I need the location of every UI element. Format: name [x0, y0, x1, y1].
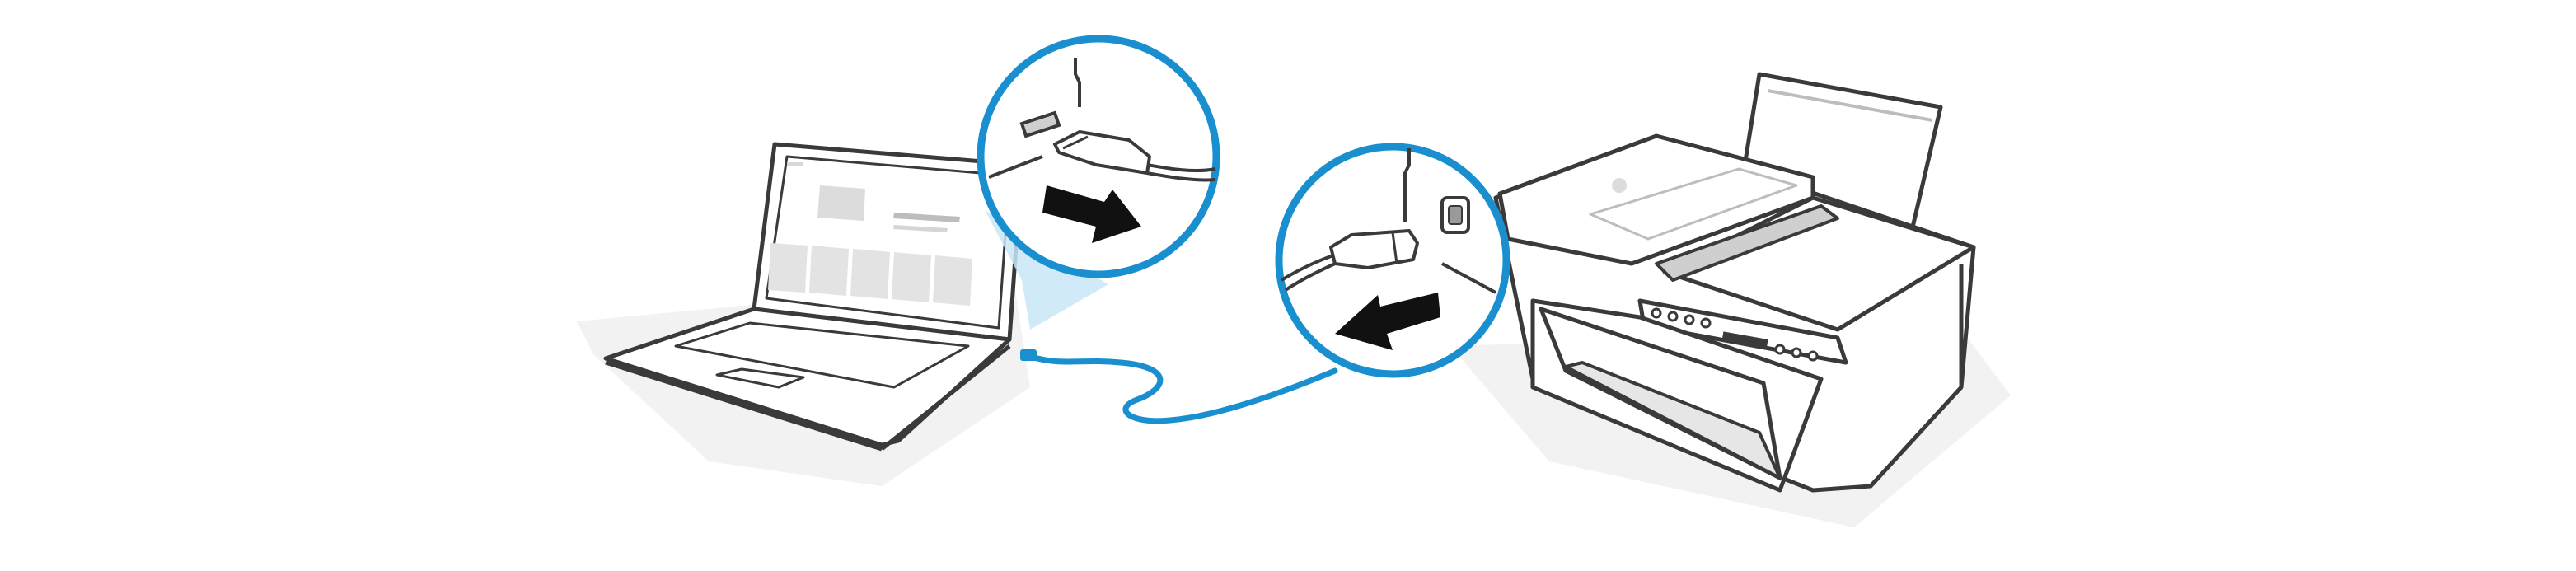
panel-button	[1807, 350, 1819, 362]
hp-logo-icon	[1612, 178, 1627, 193]
laptop-icon	[603, 142, 1024, 452]
panel-button	[1667, 311, 1679, 322]
panel-button	[1774, 344, 1786, 355]
panel-button	[1684, 314, 1695, 325]
usb-plug-at-laptop	[1020, 349, 1037, 361]
screen-card	[892, 252, 931, 302]
cable-top	[1074, 58, 1081, 107]
panel-button	[1700, 317, 1712, 329]
printer-edge-zoom	[1441, 262, 1496, 294]
screen-card	[809, 246, 849, 296]
insert-arrow-icon	[1042, 185, 1141, 243]
screen-card	[850, 249, 890, 299]
usb-port-icon	[1019, 110, 1061, 138]
screen-text-line	[893, 225, 948, 232]
printer-port-zoom	[1275, 143, 1510, 378]
screen-text-line	[893, 213, 960, 222]
laptop-screen	[765, 155, 1011, 330]
insert-arrow-icon	[1335, 293, 1440, 350]
laptop-trackpad	[715, 367, 805, 389]
laptop-port-zoom	[977, 35, 1220, 278]
panel-button	[1651, 307, 1662, 319]
screen-header-bar	[787, 162, 803, 166]
panel-display	[1721, 331, 1768, 349]
scanner-lid-inner	[1589, 167, 1798, 241]
laptop-keyboard	[674, 321, 970, 389]
panel-button	[1791, 347, 1802, 358]
laptop-front-edge-right	[880, 344, 1011, 451]
usb-plug-icon	[1053, 130, 1216, 182]
usb-plug-icon	[1280, 229, 1419, 292]
output-tray	[1564, 361, 1782, 480]
screen-card	[933, 255, 972, 306]
laptop-edge-zoom	[988, 155, 1043, 179]
screen-card	[768, 243, 808, 293]
output-slot	[1655, 204, 1839, 282]
laptop-front-edge	[605, 360, 883, 452]
paper-tray-edge	[1767, 89, 1933, 122]
usb-cable	[1025, 353, 1338, 424]
cable-top	[1403, 148, 1411, 222]
screen-image-tile	[817, 185, 865, 221]
